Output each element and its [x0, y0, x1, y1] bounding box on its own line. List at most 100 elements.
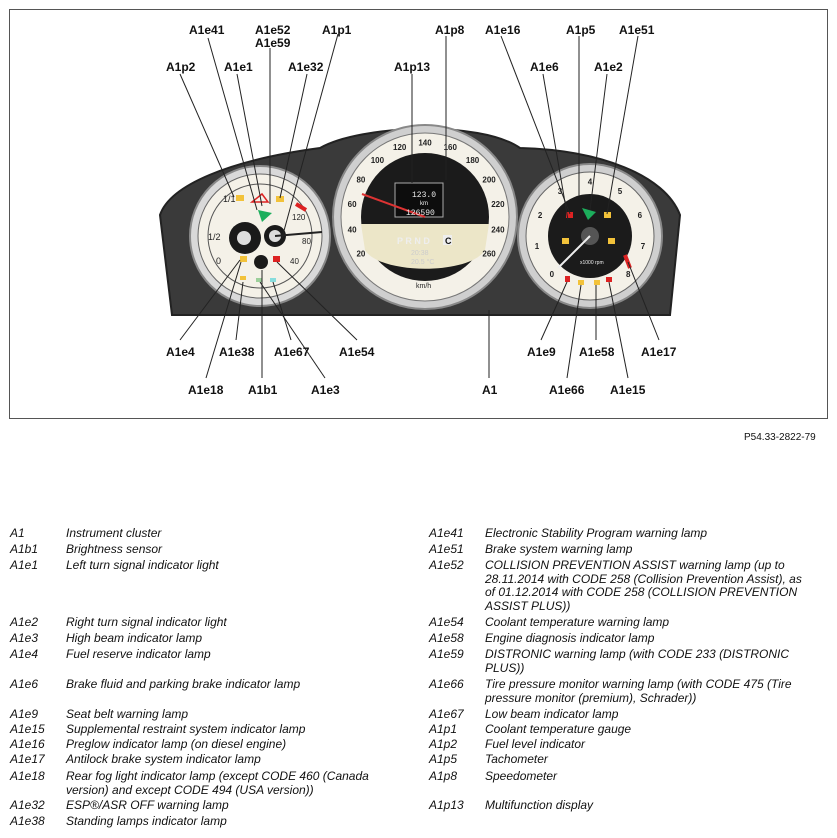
display-temp: 20.5 °C	[411, 258, 434, 266]
speedometer-tick-label: 260	[482, 250, 496, 259]
display-odometer: 126590	[406, 209, 435, 218]
legend-code: A1p2	[429, 737, 458, 751]
prnd-indicator: P R N D	[397, 236, 430, 246]
tachometer-tick-label: 4	[588, 178, 593, 187]
legend-desc: Right turn signal indicator light	[66, 615, 227, 629]
callout-a1e51: A1e51	[619, 23, 655, 37]
legend-code: A1e3	[10, 631, 39, 645]
callout-a1e38: A1e38	[219, 345, 255, 359]
tachometer-tick-label: 8	[626, 270, 631, 279]
temp-tick-80: 80	[302, 237, 311, 246]
legend-code: A1	[10, 526, 25, 540]
legend-desc: DISTRONIC warning lamp (with CODE 233 (D…	[485, 647, 790, 675]
speedometer-tick-label: 40	[348, 226, 357, 235]
legend-desc: Tire pressure monitor warning lamp (with…	[485, 677, 792, 705]
legend-code: A1e41	[429, 526, 464, 540]
speedometer-tick-label: 140	[418, 139, 432, 148]
legend-code: A1e1	[10, 558, 39, 572]
callout-a1e67: A1e67	[274, 345, 310, 359]
legend-desc: Tachometer	[485, 752, 548, 766]
instrument-cluster-diagram: 1/1 1/2 0 120 80 40 123.0 km 126590 P R …	[158, 33, 682, 379]
legend-code: A1e67	[429, 707, 464, 721]
tachometer-tick-label: 0	[550, 270, 555, 279]
legend-code: A1e17	[10, 752, 45, 766]
speedometer-tick-label: 20	[356, 250, 365, 259]
speedometer-tick-label: 100	[371, 156, 385, 165]
legend-code: A1e59	[429, 647, 464, 661]
legend-desc: Brake fluid and parking brake indicator …	[66, 677, 301, 691]
tachometer-tick-label: 3	[558, 187, 563, 196]
legend-desc: Coolant temperature warning lamp	[485, 615, 670, 629]
speedometer-tick-label: 180	[466, 156, 480, 165]
legend-code: A1e32	[10, 798, 45, 812]
callout-a1: A1	[482, 383, 498, 397]
legend-desc: Instrument cluster	[66, 526, 162, 540]
legend-code: A1e18	[10, 769, 45, 783]
speedometer-tick-label: 120	[393, 143, 407, 152]
tachometer-tick-label: 7	[641, 242, 646, 251]
legend-desc: Engine diagnosis indicator lamp	[485, 631, 655, 645]
leader-lines	[179, 33, 660, 379]
callout-a1e1: A1e1	[224, 60, 253, 74]
legend-desc: Multifunction display	[485, 798, 594, 812]
tachometer-tick-label: 6	[638, 211, 643, 220]
figure-frame	[9, 9, 828, 419]
legend-desc: Brake system warning lamp	[485, 542, 633, 556]
display-unit: km	[420, 201, 428, 207]
legend-desc: Low beam indicator lamp	[485, 707, 619, 721]
callout-a1p5: A1p5	[566, 23, 596, 37]
legend-code: A1e15	[10, 722, 45, 736]
callout-a1e4: A1e4	[166, 345, 195, 359]
callout-a1e52: A1e52	[255, 23, 291, 37]
tachometer-tick-label: 2	[538, 211, 543, 220]
legend-code: A1p13	[429, 798, 464, 812]
legend-code: A1p1	[429, 722, 458, 736]
legend-desc: Standing lamps indicator lamp	[66, 814, 227, 828]
callout-a1b1: A1b1	[248, 383, 278, 397]
figure-reference-code: P54.33-2822-79	[744, 432, 816, 443]
callout-a1e16: A1e16	[485, 23, 521, 37]
tachometer-tick-label: 5	[618, 187, 623, 196]
callout-a1p1: A1p1	[322, 23, 352, 37]
legend-desc: Supplemental restraint system indicator …	[66, 722, 306, 736]
callout-a1e66: A1e66	[549, 383, 585, 397]
speedometer-tick-label: 160	[444, 143, 458, 152]
legend-code: A1e58	[429, 631, 464, 645]
callout-a1p2: A1p2	[166, 60, 196, 74]
display-trip: 123.0	[412, 191, 436, 200]
mode-badge: C	[445, 236, 452, 246]
legend-code: A1b1	[10, 542, 39, 556]
legend-code: A1e2	[10, 615, 39, 629]
left-gauge: 1/1 1/2 0 120 80 40	[189, 165, 331, 307]
legend-desc: COLLISION PREVENTION ASSIST warning lamp…	[485, 558, 802, 613]
legend-desc: Speedometer	[485, 769, 558, 783]
speedometer-tick-label: 220	[491, 200, 505, 209]
rpm-unit: x1000 rpm	[580, 260, 604, 266]
legend-code: A1p5	[429, 752, 458, 766]
callout-a1e41: A1e41	[189, 23, 225, 37]
legend-desc: Seat belt warning lamp	[66, 707, 189, 721]
speedometer-gauge: 123.0 km 126590 P R N D C 20:38 20.5 °C …	[332, 124, 518, 310]
legend-desc: Preglow indicator lamp (on diesel engine…	[66, 737, 287, 751]
legend-desc: Coolant temperature gauge	[485, 722, 632, 736]
legend-desc: Fuel level indicator	[485, 737, 586, 751]
legend-code: A1e66	[429, 677, 464, 691]
legend-code: A1e52	[429, 558, 464, 572]
temp-tick-40: 40	[290, 257, 299, 266]
callout-a1e17: A1e17	[641, 345, 677, 359]
legend-code: A1e9	[10, 707, 39, 721]
speedometer-tick-label: 200	[482, 176, 496, 185]
legend-desc: ESP®/ASR OFF warning lamp	[66, 798, 229, 812]
callout-a1e59: A1e59	[255, 36, 291, 50]
fuel-tick-full: 1/1	[223, 194, 236, 204]
speedometer-tick-label: 240	[491, 226, 505, 235]
callout-a1e2: A1e2	[594, 60, 623, 74]
legend-desc: Brightness sensor	[66, 542, 163, 556]
display-time: 20:38	[411, 250, 429, 257]
callout-a1e32: A1e32	[288, 60, 324, 74]
fuel-tick-half: 1/2	[208, 232, 221, 242]
callout-a1p13: A1p13	[394, 60, 431, 74]
legend-desc: Antilock brake system indicator lamp	[66, 752, 261, 766]
legend-code: A1e38	[10, 814, 45, 828]
